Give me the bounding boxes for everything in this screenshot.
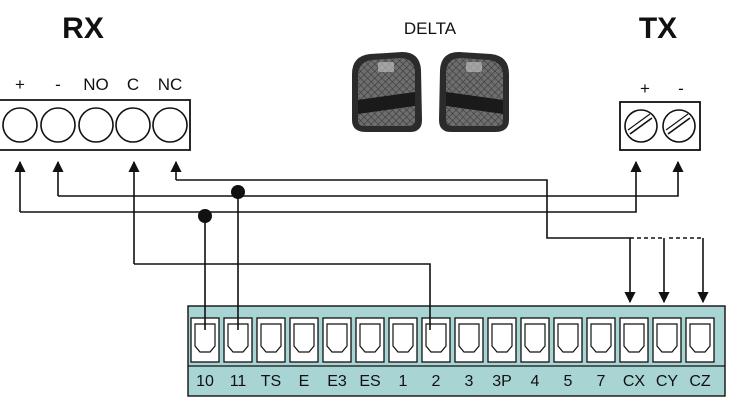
board-label-e3: E3 (327, 373, 347, 390)
board-label-cx: CX (623, 373, 646, 390)
board-label-3p: 3P (492, 373, 512, 390)
rx-terminal-block (0, 99, 191, 151)
board-terminal-e (289, 317, 319, 363)
board-terminal-labels: 10 11 TS E E3 ES 1 2 3 3P 4 5 7 CX CY CZ (196, 373, 711, 390)
wire-rx-minus-to-tx-minus (58, 160, 684, 197)
board-label-cy: CY (656, 373, 679, 390)
tx-label-minus: - (678, 79, 684, 98)
junction-dot-10 (198, 209, 212, 223)
wiring (14, 160, 709, 330)
board-terminal-e3 (322, 317, 352, 363)
board-label-10: 10 (196, 373, 214, 390)
board-label-3: 3 (465, 373, 474, 390)
board-terminal-es (355, 317, 385, 363)
rx-label-nc: NC (158, 75, 183, 94)
rx-terminal-labels: + - NO C NC (15, 75, 182, 94)
rx-screw-no (78, 107, 114, 143)
board-terminal-2 (421, 317, 451, 363)
rx-screw-nc (152, 107, 188, 143)
board-label-1: 1 (399, 373, 408, 390)
delta-photocell-left (352, 52, 422, 132)
board-terminal-ts (256, 317, 286, 363)
board-label-es: ES (359, 373, 380, 390)
rx-screw-plus (2, 107, 38, 143)
board-label-ts: TS (261, 373, 281, 390)
junction-dot-11 (231, 185, 245, 199)
board-label-e: E (299, 373, 310, 390)
board-terminal-5 (553, 317, 583, 363)
board-terminal-4 (520, 317, 550, 363)
board-label-5: 5 (564, 373, 573, 390)
board-label-2: 2 (432, 373, 441, 390)
delta-label: DELTA (404, 19, 457, 38)
board-terminal-cz (685, 317, 715, 363)
board-terminal-cy (652, 317, 682, 363)
board-terminal-cells (190, 317, 715, 363)
board-label-7: 7 (597, 373, 606, 390)
rx-screw-c (115, 107, 151, 143)
board-label-cz: CZ (689, 373, 711, 390)
rx-title: RX (62, 12, 104, 45)
rx-screw-minus (40, 107, 76, 143)
rx-label-no: NO (83, 75, 109, 94)
board-terminal-cx (619, 317, 649, 363)
board-terminal-3p (487, 317, 517, 363)
delta-photocell-right (439, 52, 509, 132)
tx-title: TX (639, 12, 677, 45)
tx-label-plus: + (640, 79, 650, 98)
rx-label-minus: - (55, 75, 61, 94)
board-label-4: 4 (531, 373, 540, 390)
board-terminal-1 (388, 317, 418, 363)
tx-terminal-block (619, 101, 701, 151)
wire-rx-c-to-board-2 (134, 263, 431, 330)
board-terminal-3 (454, 317, 484, 363)
rx-label-plus: + (15, 75, 25, 94)
rx-label-c: C (127, 75, 139, 94)
control-board: 10 11 TS E E3 ES 1 2 3 3P 4 5 7 CX CY CZ (187, 305, 726, 397)
wire-rx-nc-to-board-cx (176, 179, 636, 304)
board-terminal-7 (586, 317, 616, 363)
wire-rx-plus-to-tx-plus (20, 160, 642, 213)
board-label-11: 11 (230, 373, 247, 390)
